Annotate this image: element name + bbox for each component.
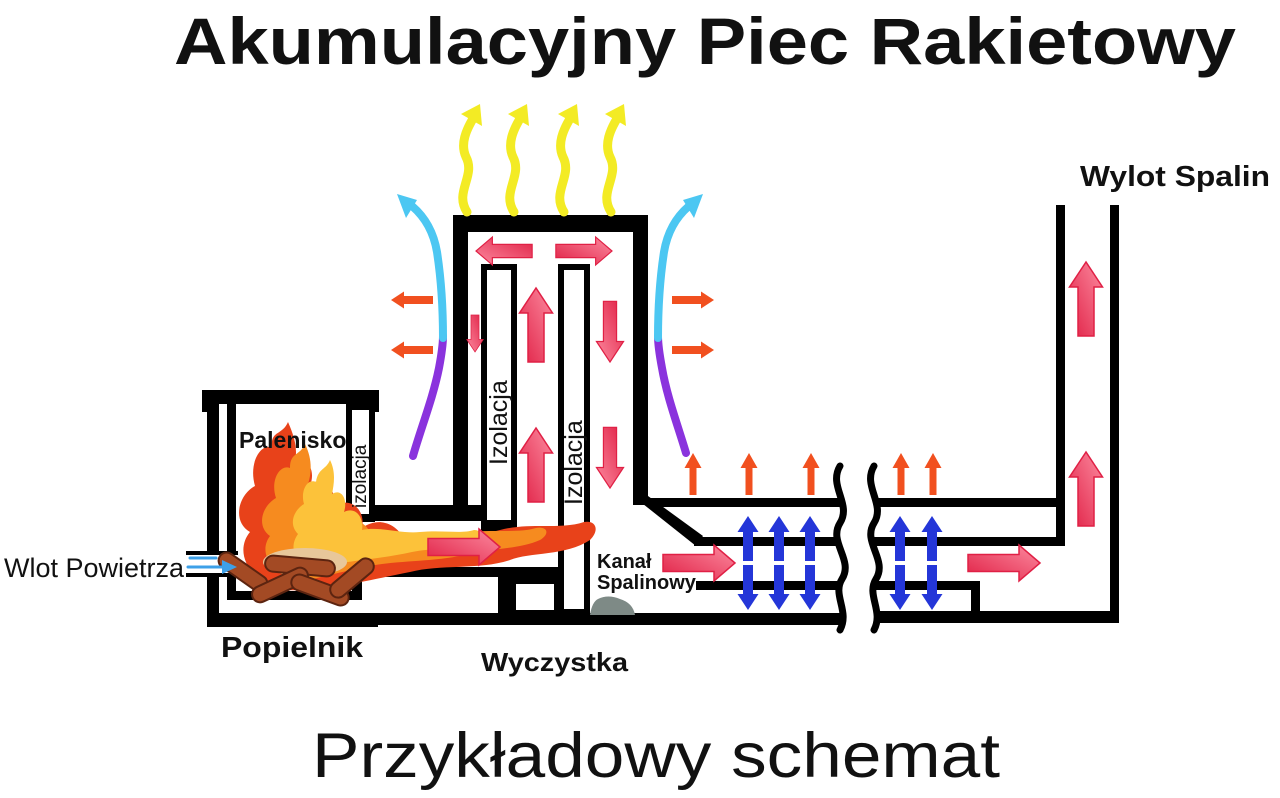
radiant-arrow-up-3 <box>802 453 820 495</box>
firebox-insulation-core <box>352 410 369 514</box>
firebox-lid-tab-right <box>370 390 379 412</box>
convection-curve-right-lower <box>654 332 690 457</box>
convection-curve-left-upper <box>408 202 447 342</box>
radiant-arrow-right-1 <box>672 291 714 309</box>
bell-wall-right <box>633 215 648 505</box>
flow-arrow-downdraft-right-2 <box>595 426 625 489</box>
diagram-labels: Akumulacyjny Piec Rakietowy Przykładowy … <box>4 4 1270 791</box>
bell-to-duct-diagonal <box>633 496 703 546</box>
page-caption: Przykładowy schemat <box>312 721 1001 791</box>
soot-mound <box>590 596 635 615</box>
chimney-wall-left <box>1056 205 1065 546</box>
radiant-arrow-right-2 <box>672 341 714 359</box>
base-floor-left <box>207 613 840 625</box>
duct-break-marks <box>833 462 883 634</box>
firebox-floor <box>235 591 355 600</box>
flue-bottom-plate-a <box>696 581 840 590</box>
bell-wall-left <box>453 215 468 521</box>
cleanout-plug <box>516 584 554 610</box>
page-title: Akumulacyjny Piec Rakietowy <box>174 4 1236 78</box>
radiant-arrow-up-1 <box>684 453 702 495</box>
flow-arrow-riser-up-1 <box>518 287 554 363</box>
base-floor-right <box>874 611 1119 623</box>
duct-break-mark-right <box>867 462 883 634</box>
label-exhaust-outlet: Wylot Spalin <box>1080 161 1270 193</box>
label-cleanout: Wyczystka <box>481 647 629 677</box>
flow-arrow-riser-up-2 <box>518 427 554 503</box>
riser-insulation-left-core <box>487 270 511 520</box>
tunnel-floor <box>352 567 498 577</box>
label-flue-channel-1: Kanał <box>597 551 652 573</box>
label-firebox: Palenisko <box>239 427 346 453</box>
log <box>290 573 350 607</box>
heat-rise-arrows <box>461 104 626 212</box>
air-inlet-duct-top <box>186 551 238 555</box>
flow-arrow-downdraft-left <box>466 314 484 353</box>
flow-arrow-chimney-up-2 <box>1068 451 1104 527</box>
fire-logs <box>217 551 375 607</box>
convection-arrowhead-right <box>683 194 703 218</box>
firebox-lid <box>202 390 379 404</box>
label-air-inlet: Wlot Powietrza <box>4 553 185 583</box>
convection-arrowhead-left <box>397 194 417 218</box>
duct-break-mark-left <box>833 462 849 634</box>
flue-end-step <box>971 581 980 613</box>
heat-arrow-4 <box>605 104 626 212</box>
flow-arrow-downdraft-right-1 <box>595 300 625 363</box>
heat-arrow-3 <box>558 104 579 212</box>
chimney-wall-right <box>1110 205 1119 623</box>
convection-curve-left-lower <box>409 332 447 460</box>
air-inlet-arrowhead <box>222 560 237 574</box>
firebox-outer-wall-left-top <box>207 404 219 553</box>
flow-arrow-to-chimney <box>967 544 1041 582</box>
bell-top <box>453 215 648 232</box>
duct-top-plate-a <box>648 498 840 507</box>
log <box>329 557 375 599</box>
firebox-lid-tab-left <box>202 390 211 412</box>
label-flue-channel-2: Spalinowy <box>597 572 697 594</box>
label-firebox-insulation: izolacja <box>350 444 371 508</box>
firebox-inner-wall-left-bottom <box>227 576 236 600</box>
flow-arrow-bell-top-left <box>475 236 533 266</box>
insulation-cores <box>352 270 584 610</box>
heat-arrow-1 <box>461 104 482 212</box>
radiant-arrow-left-2 <box>391 341 433 359</box>
flow-arrow-bell-top-right <box>555 236 613 266</box>
radiant-arrow-up-2 <box>740 453 758 495</box>
label-riser-insulation-right: Izolacja <box>560 420 588 505</box>
flow-arrow-chimney-up-1 <box>1068 261 1104 337</box>
radiant-arrow-up-4 <box>892 453 910 495</box>
firebox-inner-wall-left-top <box>227 404 236 553</box>
label-ash-pit: Popielnik <box>221 632 364 664</box>
flue-top-plate-a <box>694 537 840 546</box>
air-inlet-arrow <box>186 556 237 574</box>
radiant-arrow-left-1 <box>391 291 433 309</box>
heat-arrow-2 <box>508 104 529 212</box>
convection-curve-right-upper <box>654 202 693 342</box>
flue-bottom-plate-b <box>874 581 978 590</box>
air-inlet-duct-bottom <box>186 573 238 577</box>
label-riser-insulation-left: Izolacja <box>485 380 513 465</box>
bell-convection-arrows <box>397 194 703 460</box>
radiant-arrow-up-5 <box>924 453 942 495</box>
duct-top-plate-b <box>874 498 1062 507</box>
flue-top-plate-b <box>874 537 1062 546</box>
